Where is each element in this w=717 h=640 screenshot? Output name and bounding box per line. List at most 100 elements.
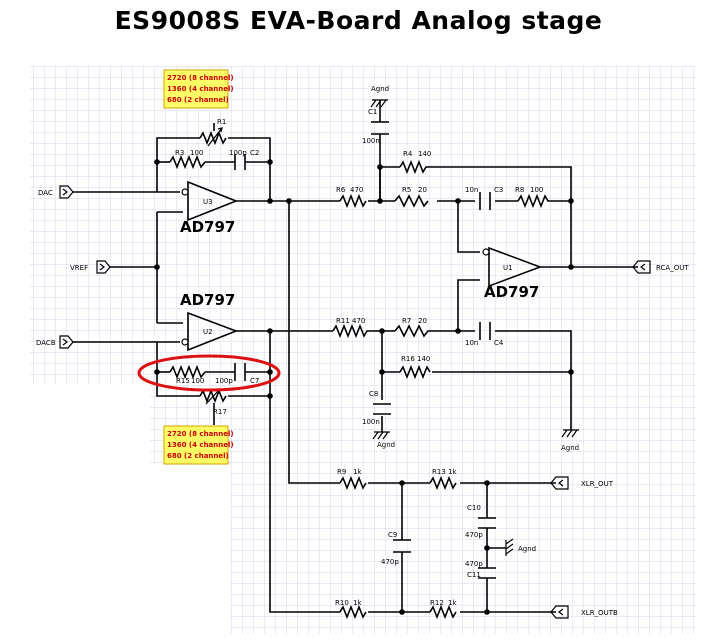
svg-text:C3: C3: [494, 186, 503, 194]
svg-text:R4: R4: [403, 150, 413, 158]
svg-text:R5: R5: [402, 186, 411, 194]
svg-text:C1: C1: [368, 108, 377, 116]
svg-text:C7: C7: [250, 377, 259, 385]
svg-text:U1: U1: [503, 264, 513, 272]
resistor-r16: R16 140: [399, 355, 431, 380]
ground-mid-agnd: Agnd: [505, 538, 536, 556]
opamp-u3: U3 AD797: [180, 180, 239, 236]
svg-text:1360 (4 channel): 1360 (4 channel): [167, 441, 234, 449]
svg-text:Agnd: Agnd: [561, 444, 579, 452]
svg-text:DACB: DACB: [36, 339, 56, 347]
svg-text:2720 (8 channel): 2720 (8 channel): [167, 430, 234, 438]
svg-text:AD797: AD797: [180, 291, 235, 309]
svg-text:20: 20: [418, 317, 427, 325]
capacitor-c8: C8 100n: [362, 390, 391, 426]
svg-text:U3: U3: [203, 198, 213, 206]
svg-text:10n: 10n: [465, 339, 478, 347]
svg-text:XLR_OUT: XLR_OUT: [581, 480, 614, 488]
resistor-r9: R9 1k: [337, 468, 367, 491]
capacitor-c11: 470p C11: [465, 560, 496, 579]
resistor-r3: R3 100: [169, 149, 206, 170]
svg-text:C10: C10: [467, 504, 481, 512]
svg-text:R6: R6: [336, 186, 346, 194]
svg-text:R10: R10: [335, 599, 349, 607]
svg-text:100p: 100p: [229, 149, 247, 157]
opamp-u2: U2 AD797: [180, 291, 239, 352]
capacitor-c1: C1 100n: [362, 108, 389, 145]
resistor-r11: R11 470: [332, 317, 368, 339]
resistor-r15: R15 100: [169, 364, 206, 385]
svg-text:U2: U2: [203, 328, 213, 336]
svg-text:R3: R3: [175, 149, 184, 157]
resistor-note-bottom: 2720 (8 channel) 1360 (4 channel) 680 (2…: [163, 425, 234, 465]
svg-text:C9: C9: [388, 531, 397, 539]
capacitor-c4: 10n C4: [465, 322, 504, 347]
svg-text:R8: R8: [515, 186, 524, 194]
svg-text:Agnd: Agnd: [377, 441, 395, 449]
opamp-u1: U1 AD797: [482, 246, 543, 301]
resistor-r7: R7 20: [394, 317, 437, 338]
resistor-r1: R1: [199, 118, 227, 147]
svg-text:100: 100: [191, 377, 204, 385]
capacitor-c10: C10 470p: [465, 504, 496, 539]
svg-text:R11: R11: [336, 317, 350, 325]
highlight-ellipse: [137, 354, 281, 392]
svg-text:100p: 100p: [215, 377, 233, 385]
svg-text:680 (2 channel): 680 (2 channel): [167, 96, 229, 104]
svg-text:RCA_OUT: RCA_OUT: [656, 264, 689, 272]
svg-text:AD797: AD797: [180, 218, 235, 236]
resistor-r10: R10 1k: [335, 599, 367, 620]
svg-text:R1: R1: [217, 118, 226, 126]
svg-text:470p: 470p: [381, 558, 399, 566]
svg-text:140: 140: [417, 355, 430, 363]
port-dacb: DACB: [36, 335, 74, 349]
svg-text:C4: C4: [494, 339, 504, 347]
capacitor-c2: 100p C2: [229, 149, 259, 170]
svg-text:100n: 100n: [362, 137, 380, 145]
svg-text:AD797: AD797: [484, 283, 539, 301]
port-xlr-out: XLR_OUT: [550, 476, 614, 490]
svg-text:1k: 1k: [353, 599, 362, 607]
svg-text:140: 140: [418, 150, 431, 158]
svg-text:680 (2 channel): 680 (2 channel): [167, 452, 229, 460]
port-xlr-outb: XLR_OUTB: [550, 605, 618, 619]
ground-right-agnd: Agnd: [561, 429, 579, 452]
svg-text:100: 100: [190, 149, 203, 157]
svg-text:VREF: VREF: [70, 264, 88, 272]
svg-text:100: 100: [530, 186, 543, 194]
capacitor-c7: 100p C7: [215, 363, 259, 385]
svg-text:C8: C8: [369, 390, 378, 398]
svg-text:DAC: DAC: [38, 189, 53, 197]
svg-text:1360 (4 channel): 1360 (4 channel): [167, 85, 234, 93]
svg-text:1k: 1k: [448, 599, 457, 607]
svg-text:R16: R16: [401, 355, 415, 363]
ground-c8-agnd: Agnd: [372, 431, 395, 449]
svg-text:2720 (8 channel): 2720 (8 channel): [167, 74, 234, 82]
svg-text:10n: 10n: [465, 186, 478, 194]
svg-text:Agnd: Agnd: [371, 85, 389, 93]
svg-text:R9: R9: [337, 468, 346, 476]
grid-background: [30, 66, 696, 634]
ground-top-agnd: Agnd: [370, 85, 389, 108]
svg-text:470: 470: [352, 317, 365, 325]
resistor-r4: R4 140: [399, 150, 435, 175]
svg-text:R13: R13: [432, 468, 446, 476]
port-vref: VREF: [70, 260, 111, 274]
resistor-r5: R5 20: [394, 186, 429, 208]
svg-text:R12: R12: [430, 599, 444, 607]
svg-text:C11: C11: [467, 571, 481, 579]
svg-text:20: 20: [418, 186, 427, 194]
wires: [72, 108, 638, 613]
port-rca-out: RCA_OUT: [632, 260, 689, 274]
junctions: [154, 159, 574, 615]
svg-text:470p: 470p: [465, 531, 483, 539]
page-title: ES9008S EVA-Board Analog stage: [114, 6, 603, 35]
svg-text:470: 470: [350, 186, 363, 194]
svg-text:1k: 1k: [353, 468, 362, 476]
capacitor-c9: C9 470p: [381, 531, 411, 566]
port-dac: DAC: [38, 185, 74, 199]
svg-text:XLR_OUTB: XLR_OUTB: [581, 609, 618, 617]
svg-text:Agnd: Agnd: [518, 545, 536, 553]
resistor-r12: R12 1k: [429, 599, 457, 620]
